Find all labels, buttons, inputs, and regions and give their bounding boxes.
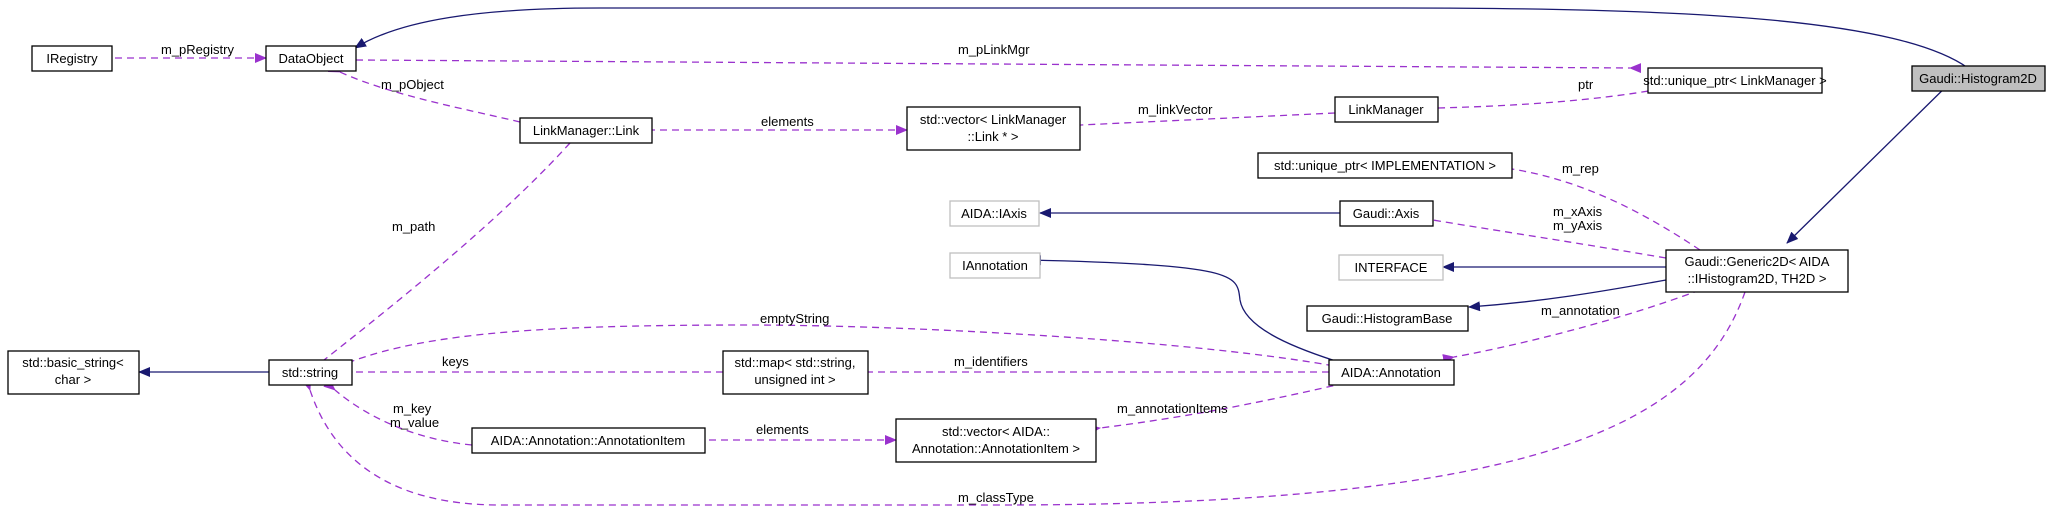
- node-basic-string-label-1: std::basic_string<: [22, 355, 124, 370]
- edge-annotationitem-string: [323, 379, 473, 446]
- node-dataobject[interactable]: DataObject: [265, 45, 357, 72]
- usage-edges: [112, 53, 1746, 506]
- label-elements-link: elements: [761, 114, 814, 129]
- node-aida-annotation-label: AIDA::Annotation: [1341, 365, 1441, 380]
- edge-generic2d-annotation: [1442, 289, 1701, 364]
- label-m-linkvector: m_linkVector: [1138, 102, 1213, 117]
- node-vector-annotation-item[interactable]: std::vector< AIDA:: Annotation::Annotati…: [895, 418, 1097, 463]
- edge-histogram2d-dataobject: [354, 7, 1969, 69]
- label-m-identifiers: m_identifiers: [954, 354, 1028, 369]
- label-m-yaxis: m_yAxis: [1553, 218, 1603, 233]
- node-vector-annotation-item-label-1: std::vector< AIDA::: [942, 424, 1050, 439]
- node-annotation-item[interactable]: AIDA::Annotation::AnnotationItem: [471, 427, 706, 454]
- node-aida-iaxis[interactable]: AIDA::IAxis: [949, 200, 1040, 227]
- label-m-xaxis: m_xAxis: [1553, 204, 1603, 219]
- label-m-path: m_path: [392, 219, 435, 234]
- node-annotation-item-label: AIDA::Annotation::AnnotationItem: [491, 433, 685, 448]
- edge-histogram2d-generic2d: [1786, 72, 1961, 244]
- node-std-map-label-2: unsigned int >: [754, 372, 835, 387]
- node-vector-link-label-1: std::vector< LinkManager: [920, 112, 1067, 127]
- node-iannotation-label: IAnnotation: [962, 258, 1028, 273]
- inheritance-edges: [138, 7, 1969, 377]
- node-iannotation[interactable]: IAnnotation: [949, 252, 1041, 279]
- node-interface[interactable]: INTERFACE: [1338, 254, 1444, 281]
- node-linkmanager[interactable]: LinkManager: [1334, 96, 1439, 123]
- node-linkmanager-link-label: LinkManager::Link: [533, 123, 640, 138]
- label-m-classtype: m_classType: [958, 490, 1034, 505]
- node-vector-link[interactable]: std::vector< LinkManager ::Link * >: [906, 106, 1081, 151]
- node-basic-string-label-2: char >: [55, 372, 92, 387]
- node-basic-string[interactable]: std::basic_string< char >: [7, 350, 140, 395]
- node-histogram2d[interactable]: Gaudi::Histogram2D: [1911, 65, 2046, 92]
- edge-annotation-string-emptystring: [337, 324, 1346, 371]
- edge-generic2d-uniqueptr-impl: [1500, 162, 1701, 251]
- node-gaudi-axis[interactable]: Gaudi::Axis: [1339, 200, 1434, 227]
- node-std-map-label-1: std::map< std::string,: [734, 355, 855, 370]
- label-m-plinkmgr: m_pLinkMgr: [958, 42, 1030, 57]
- label-ptr: ptr: [1578, 77, 1594, 92]
- edge-labels: m_pRegistry m_pLinkMgr m_pObject element…: [161, 42, 1620, 505]
- label-m-pobject: m_pObject: [381, 77, 444, 92]
- node-vector-annotation-item-label-2: Annotation::AnnotationItem >: [912, 441, 1080, 456]
- node-generic2d[interactable]: Gaudi::Generic2D< AIDA ::IHistogram2D, T…: [1665, 249, 1849, 293]
- node-linkmanager-label: LinkManager: [1348, 102, 1424, 117]
- node-gaudi-axis-label: Gaudi::Axis: [1353, 206, 1420, 221]
- node-dataobject-label: DataObject: [278, 51, 343, 66]
- label-emptystring: emptyString: [760, 311, 829, 326]
- edge-generic2d-gaudi-axis: [1421, 213, 1667, 259]
- node-std-map[interactable]: std::map< std::string, unsigned int >: [722, 350, 869, 395]
- node-aida-iaxis-label: AIDA::IAxis: [961, 206, 1027, 221]
- node-std-string[interactable]: std::string: [268, 359, 353, 386]
- node-generic2d-label-1: Gaudi::Generic2D< AIDA: [1685, 254, 1830, 269]
- label-keys: keys: [442, 354, 469, 369]
- edge-generic2d-histogrambase: [1468, 279, 1667, 312]
- node-linkmanager-link[interactable]: LinkManager::Link: [519, 117, 653, 144]
- node-generic2d-label-2: ::IHistogram2D, TH2D >: [1688, 271, 1827, 286]
- edge-annotation-iannotation: [1029, 255, 1346, 365]
- node-unique-ptr-linkmanager-label: std::unique_ptr< LinkManager >: [1643, 73, 1827, 88]
- node-histogrambase-label: Gaudi::HistogramBase: [1322, 311, 1453, 326]
- node-histogrambase[interactable]: Gaudi::HistogramBase: [1306, 305, 1469, 332]
- edge-annotation-vectoritem: [1088, 382, 1346, 435]
- edge-dataobject-uniqueptr-linkmgr: [355, 59, 1642, 74]
- edge-generic2d-string-classtype: [301, 291, 1746, 506]
- label-m-pregistry: m_pRegistry: [161, 42, 234, 57]
- node-unique-ptr-implementation-label: std::unique_ptr< IMPLEMENTATION >: [1274, 158, 1496, 173]
- node-unique-ptr-linkmanager[interactable]: std::unique_ptr< LinkManager >: [1643, 67, 1827, 94]
- label-elements-item: elements: [756, 422, 809, 437]
- node-interface-label: INTERFACE: [1355, 260, 1428, 275]
- edge-uniqueptr-linkmanager: [1425, 88, 1661, 114]
- label-m-rep: m_rep: [1562, 161, 1599, 176]
- node-vector-link-label-2: ::Link * >: [968, 129, 1019, 144]
- label-m-value: m_value: [390, 415, 439, 430]
- node-aida-annotation[interactable]: AIDA::Annotation: [1328, 359, 1455, 386]
- label-m-annotation: m_annotation: [1541, 303, 1620, 318]
- node-iregistry[interactable]: IRegistry: [31, 45, 113, 72]
- node-std-string-label: std::string: [282, 365, 338, 380]
- edge-link-string: [312, 142, 571, 371]
- node-histogram2d-label: Gaudi::Histogram2D: [1919, 71, 2037, 86]
- node-iregistry-label: IRegistry: [46, 51, 98, 66]
- label-m-key: m_key: [393, 401, 432, 416]
- label-m-annotationitems: m_annotationItems: [1117, 401, 1228, 416]
- node-unique-ptr-implementation[interactable]: std::unique_ptr< IMPLEMENTATION >: [1257, 152, 1513, 179]
- edge-linkmanager-vector: [1069, 112, 1336, 131]
